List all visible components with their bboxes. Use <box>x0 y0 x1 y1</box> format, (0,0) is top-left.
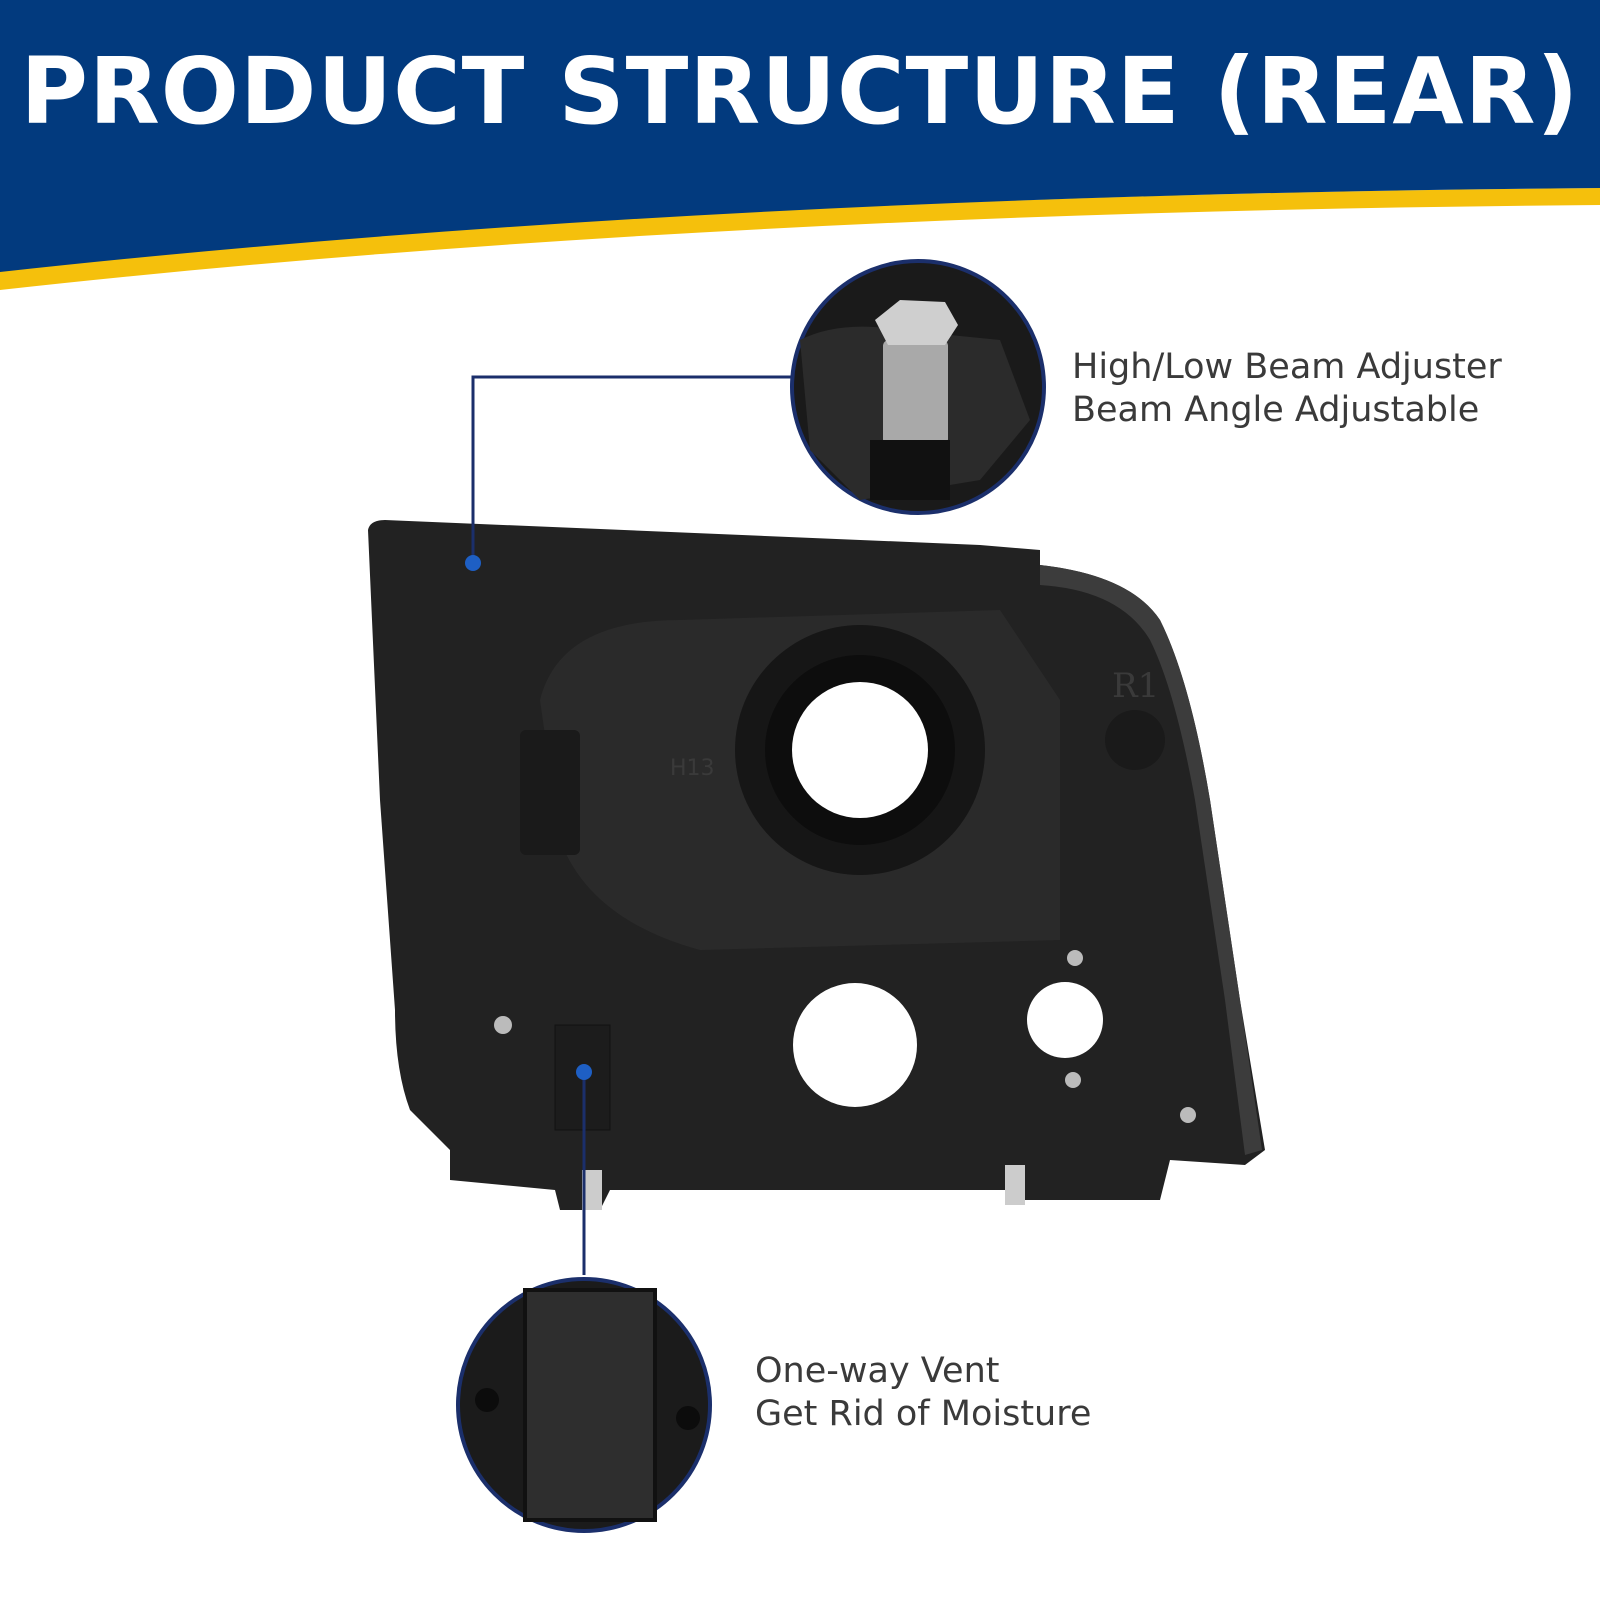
callout-dot-adjuster <box>465 555 481 571</box>
callout-vent-subtitle: Get Rid of Moisture <box>755 1394 1092 1434</box>
headlight-rear-view-icon: H13 R1 <box>368 520 1265 1210</box>
header-yellow-band <box>0 188 1600 290</box>
beam-adjuster-bolt-closeup-icon <box>790 259 1046 515</box>
callout-adjuster-text: High/Low Beam Adjuster Beam Angle Adjust… <box>1072 346 1502 432</box>
one-way-vent-closeup-icon <box>456 1277 712 1533</box>
callout-vent-text: One-way Vent Get Rid of Moisture <box>755 1350 1091 1436</box>
callout-adjuster-title: High/Low Beam Adjuster <box>1072 347 1502 387</box>
callout-dot-vent <box>576 1064 592 1080</box>
embossed-r1: R1 <box>1112 666 1159 706</box>
callout-line-adjuster <box>471 375 792 560</box>
page-title: PRODUCT STRUCTURE (REAR) <box>20 38 1580 145</box>
header-banner <box>0 0 1600 272</box>
callout-vent-title: One-way Vent <box>755 1351 1000 1391</box>
callout-adjuster-subtitle: Beam Angle Adjustable <box>1072 390 1480 430</box>
embossed-h13: H13 <box>670 756 715 781</box>
